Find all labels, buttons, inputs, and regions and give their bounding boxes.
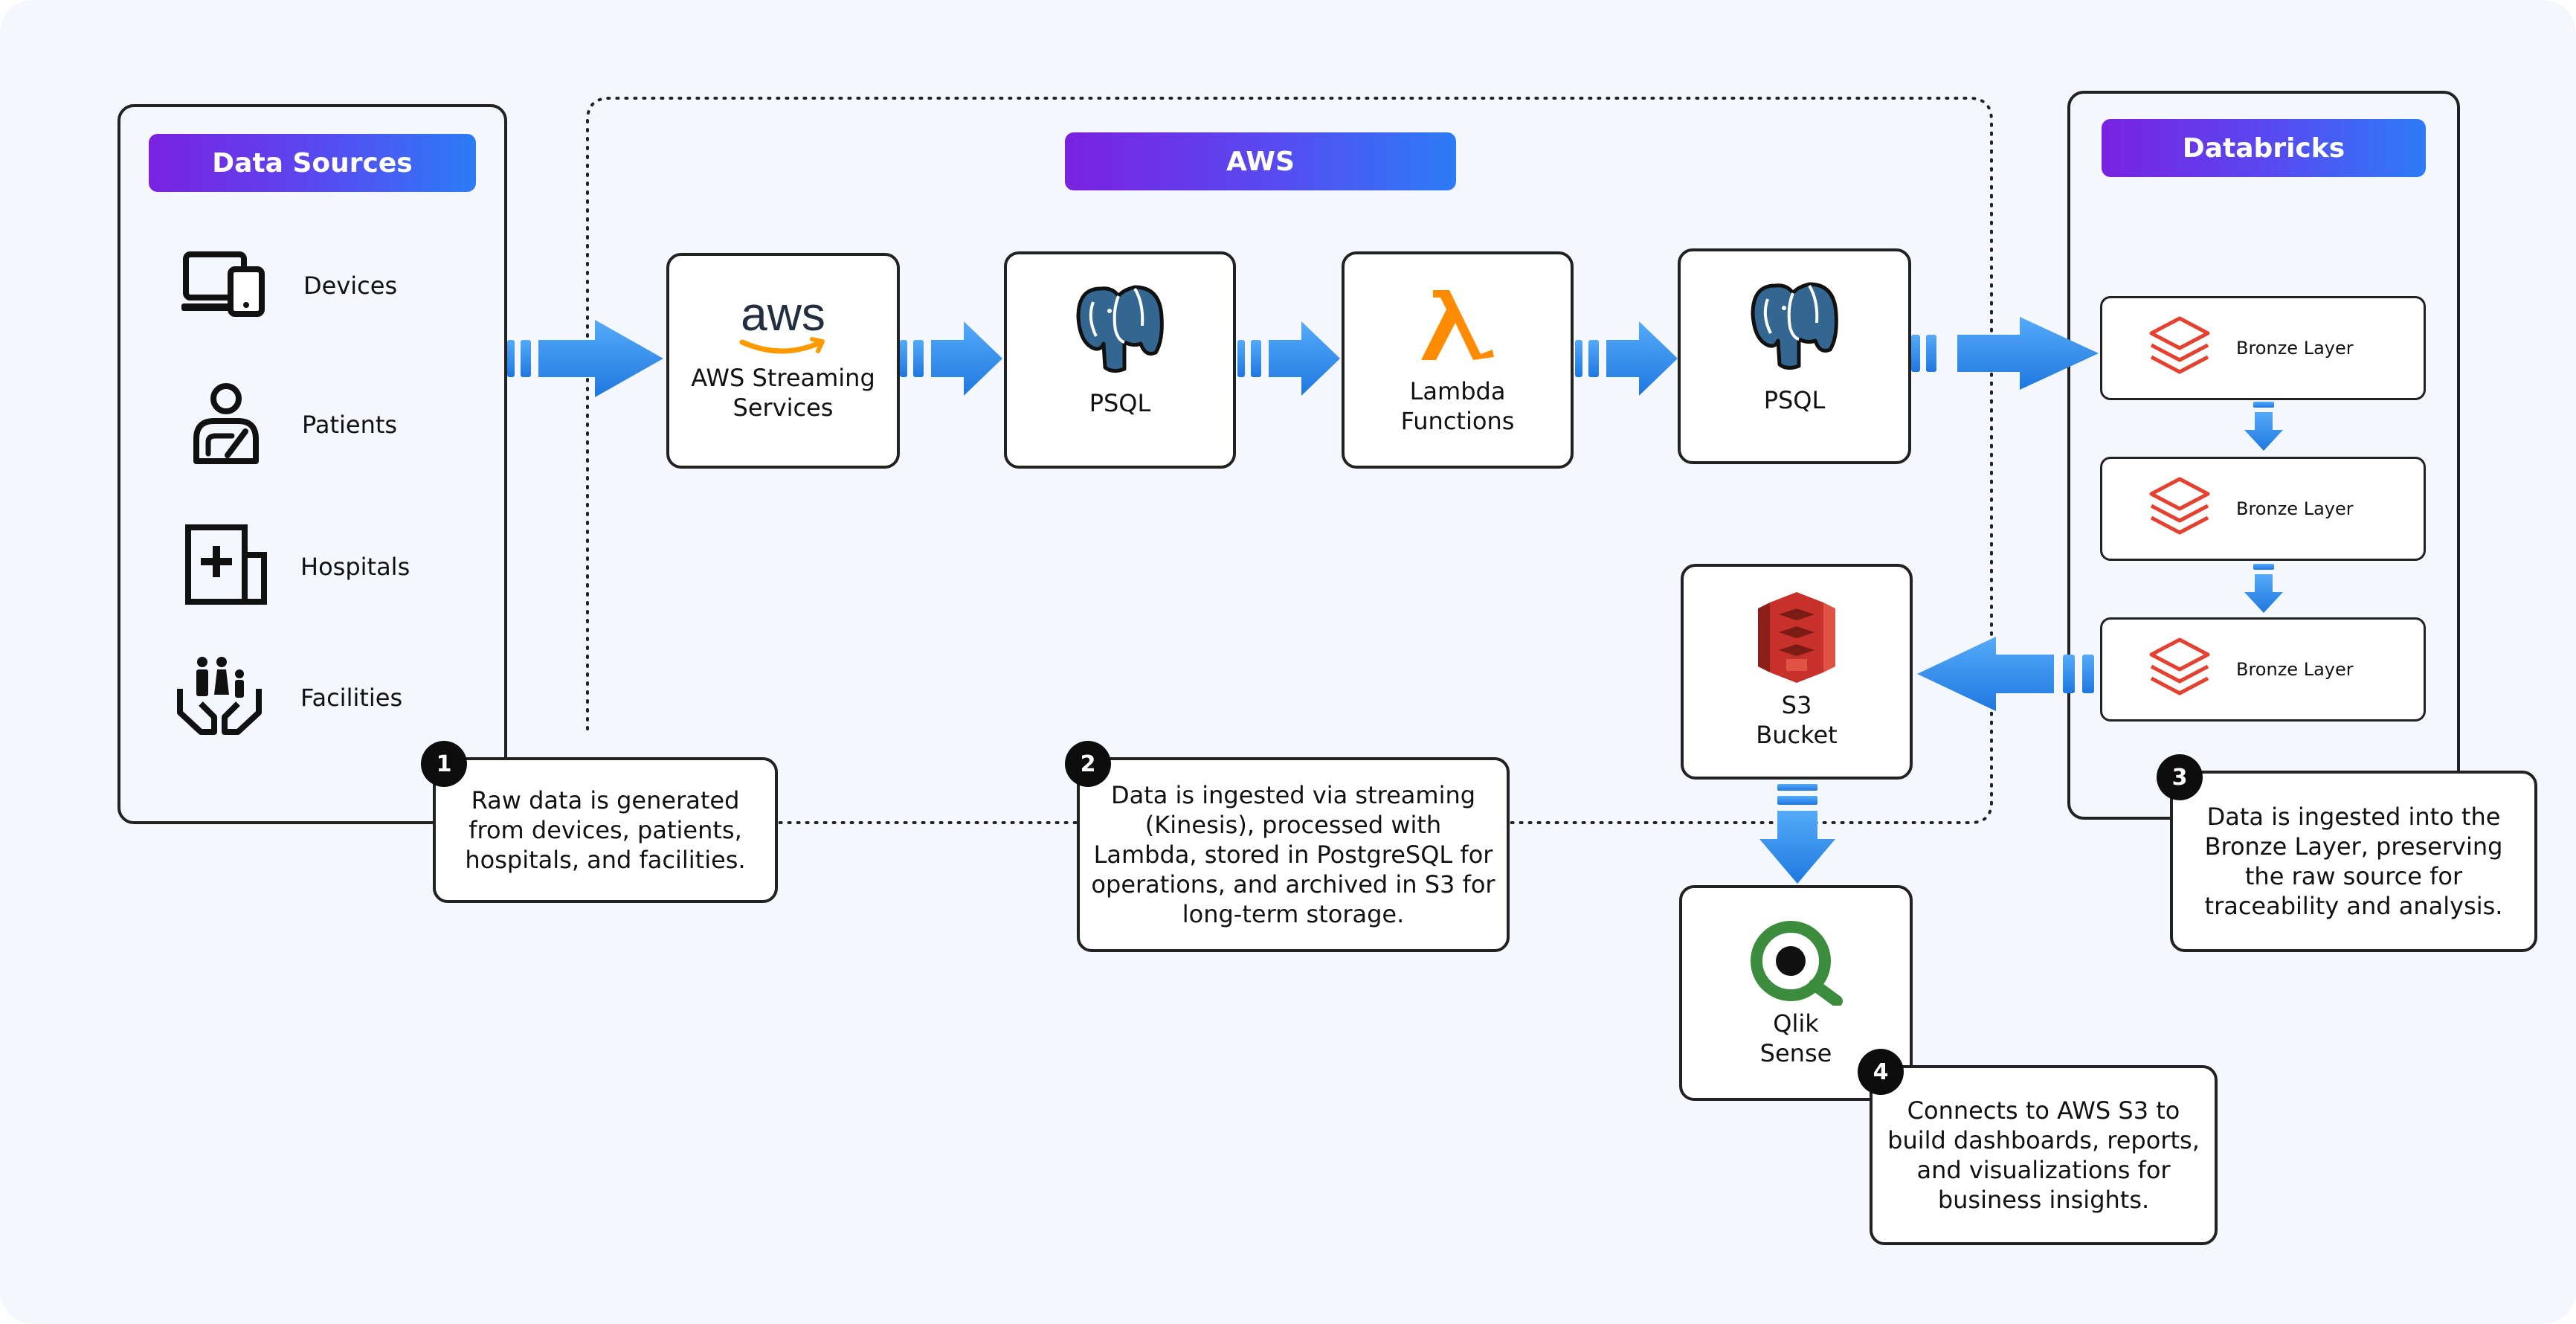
- patient-icon: [190, 382, 262, 467]
- source-label: Facilities: [300, 684, 403, 712]
- devices-icon: [181, 250, 266, 321]
- aws-logo-icon: aws: [735, 287, 831, 360]
- psql-node-2: PSQL: [1678, 248, 1911, 464]
- step-badge-1: 1: [421, 741, 467, 787]
- databricks-layers-icon: [2148, 637, 2211, 702]
- flow-arrow-psql-to-lambda: [1237, 321, 1340, 396]
- bronze-layer-label: Bronze Layer: [2236, 659, 2354, 680]
- bronze-layer-label: Bronze Layer: [2236, 498, 2354, 519]
- source-label: Patients: [302, 411, 398, 439]
- s3-label: S3 Bucket: [1756, 691, 1838, 749]
- data-sources-header: Data Sources: [149, 134, 476, 192]
- source-facilities: Facilities: [176, 655, 402, 741]
- psql-label: PSQL: [1089, 389, 1151, 417]
- note-4: Connects to AWS S3 to build dashboards, …: [1870, 1065, 2218, 1245]
- aws-streaming-label: AWS Streaming Services: [691, 364, 875, 422]
- qlik-label: Qlik Sense: [1759, 1009, 1832, 1067]
- databricks-layers-icon: [2148, 315, 2211, 381]
- aws-header: AWS: [1065, 132, 1456, 190]
- flow-arrow-lambda-to-psql: [1575, 321, 1678, 396]
- databricks-header: Databricks: [2102, 119, 2426, 177]
- step-badge-4: 4: [1858, 1049, 1904, 1095]
- hospital-icon: [184, 524, 268, 610]
- flow-arrow-streaming-to-psql: [900, 321, 1002, 396]
- family-care-icon: [176, 655, 263, 741]
- note-1: Raw data is generated from devices, pati…: [433, 757, 778, 903]
- lambda-node: Lambda Functions: [1342, 251, 1574, 469]
- lambda-icon: [1417, 283, 1498, 363]
- s3-bucket-icon: [1758, 592, 1835, 683]
- databricks-layers-icon: [2148, 476, 2211, 542]
- aws-streaming-node: aws AWS Streaming Services: [666, 253, 900, 469]
- flow-arrow-databricks-to-s3: [1917, 637, 2094, 711]
- source-devices: Devices: [181, 250, 397, 321]
- bronze-layer-2: Bronze Layer: [2100, 457, 2426, 561]
- source-label: Devices: [303, 271, 398, 300]
- psql-label: PSQL: [1763, 386, 1826, 414]
- flow-arrow-s3-to-qlik: [1759, 784, 1835, 884]
- note-2: Data is ingested via streaming (Kinesis)…: [1077, 757, 1510, 952]
- psql-node-1: PSQL: [1004, 251, 1236, 469]
- bronze-layer-3: Bronze Layer: [2100, 617, 2426, 722]
- note-3: Data is ingested into the Bronze Layer, …: [2170, 771, 2537, 952]
- bronze-layer-1: Bronze Layer: [2100, 296, 2426, 400]
- bronze-layer-label: Bronze Layer: [2236, 338, 2354, 359]
- step-badge-2: 2: [1065, 741, 1111, 787]
- lambda-label: Lambda Functions: [1400, 377, 1515, 435]
- source-patients: Patients: [190, 382, 397, 467]
- flow-arrow-sources-to-streaming: [507, 320, 663, 397]
- qlik-logo-icon: [1748, 918, 1844, 1006]
- aws-logo-text: aws: [741, 287, 825, 341]
- postgres-elephant-icon: [1745, 271, 1844, 372]
- flow-arrow-psql-to-databricks: [1911, 317, 2099, 390]
- aws-boundary: [586, 97, 1993, 824]
- s3-node: S3 Bucket: [1681, 564, 1913, 780]
- source-hospitals: Hospitals: [184, 524, 410, 610]
- postgres-elephant-icon: [1071, 274, 1169, 375]
- flow-arrow-layer2-to-layer3: [2244, 564, 2283, 613]
- source-label: Hospitals: [300, 553, 410, 581]
- step-badge-3: 3: [2157, 754, 2203, 800]
- flow-arrow-layer1-to-layer2: [2244, 402, 2283, 451]
